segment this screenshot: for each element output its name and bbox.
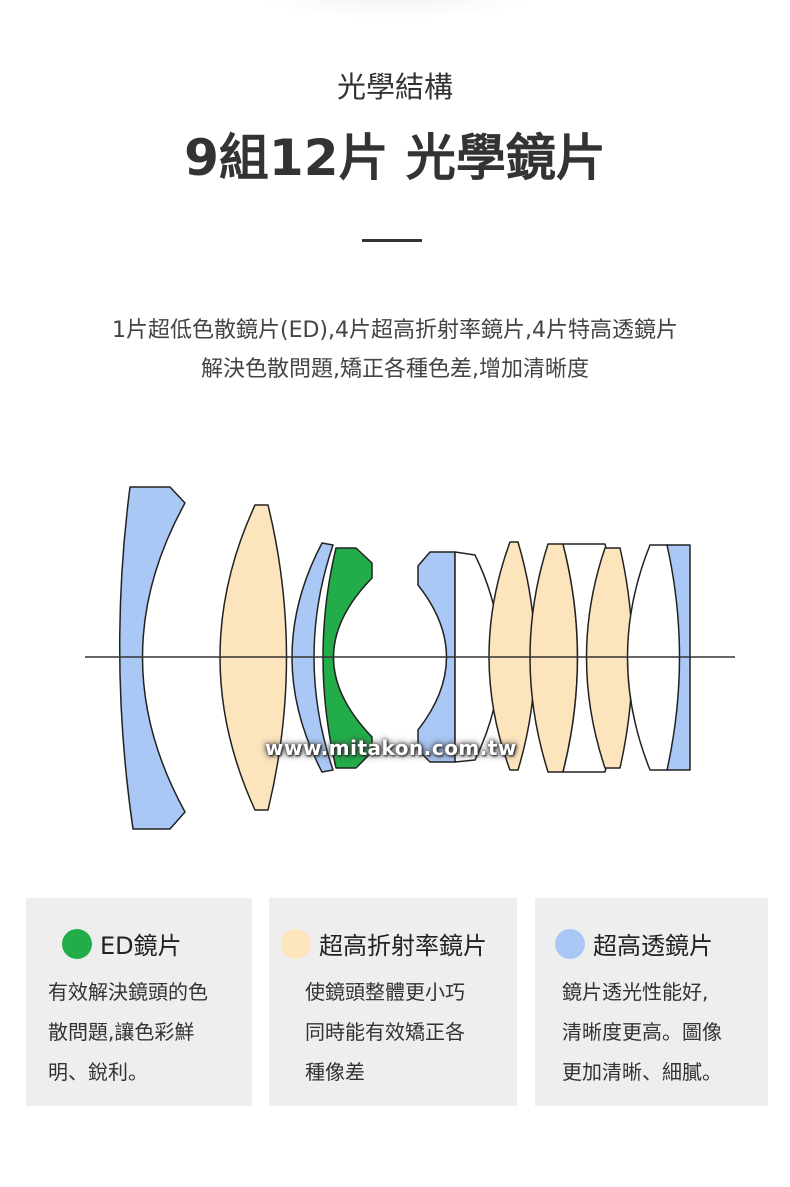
blue-dot-icon (555, 928, 585, 959)
title-divider (362, 239, 422, 242)
lens-1-high-transmission (118, 486, 186, 830)
card-ed-lens: ED鏡片 有效解決鏡頭的色散問題,讓色彩鮮明、銳利。 (26, 898, 252, 1106)
lens-10-high-refractive (585, 547, 634, 769)
section-title: 9組12片 光學鏡片 (184, 129, 606, 187)
card-text: 散問題,讓色彩鮮 (48, 1020, 195, 1044)
card-text: 鏡片透光性能好, (562, 980, 709, 1004)
card-text: 明、銳利。 (48, 1060, 148, 1084)
card-text: 使鏡頭整體更小巧 (305, 980, 465, 1004)
watermark: www.mitakon.com.tw (265, 736, 517, 760)
card-text: 更加清晰、細膩。 (562, 1060, 722, 1084)
card-text: 同時能有效矯正各 (305, 1020, 465, 1044)
card-text: 種像差 (305, 1060, 365, 1084)
beige-dot-icon (281, 928, 311, 959)
card-text: 有效解決鏡頭的色 (48, 980, 208, 1004)
description-line-2: 解決色散問題,矯正各種色差,增加清晰度 (201, 357, 589, 382)
lens-12-high-transmission (666, 544, 691, 771)
lens-7-high-refractive (488, 541, 536, 771)
card-title: 超高折射率鏡片 (319, 932, 487, 960)
card-high-transmission-lens: 超高透鏡片 鏡片透光性能好, 清晰度更高。圖像更加清晰、細膩。 (535, 898, 768, 1106)
green-dot-icon (62, 928, 92, 959)
section-subtitle: 光學結構 (336, 70, 453, 104)
card-high-refractive-lens: 超高折射率鏡片 使鏡頭整體更小巧同時能有效矯正各種像差 (269, 898, 517, 1106)
card-text: 清晰度更高。圖像 (562, 1020, 722, 1044)
lens-5-high-transmission (417, 551, 456, 763)
lens-4-ed (322, 547, 373, 769)
lens-diagram (85, 486, 735, 830)
top-shadow (245, 0, 545, 20)
description-line-1: 1片超低色散鏡片(ED),4片超高折射率鏡片,4片特高透鏡片 (112, 318, 678, 343)
card-title: 超高透鏡片 (593, 932, 713, 960)
card-title: ED鏡片 (100, 932, 182, 960)
